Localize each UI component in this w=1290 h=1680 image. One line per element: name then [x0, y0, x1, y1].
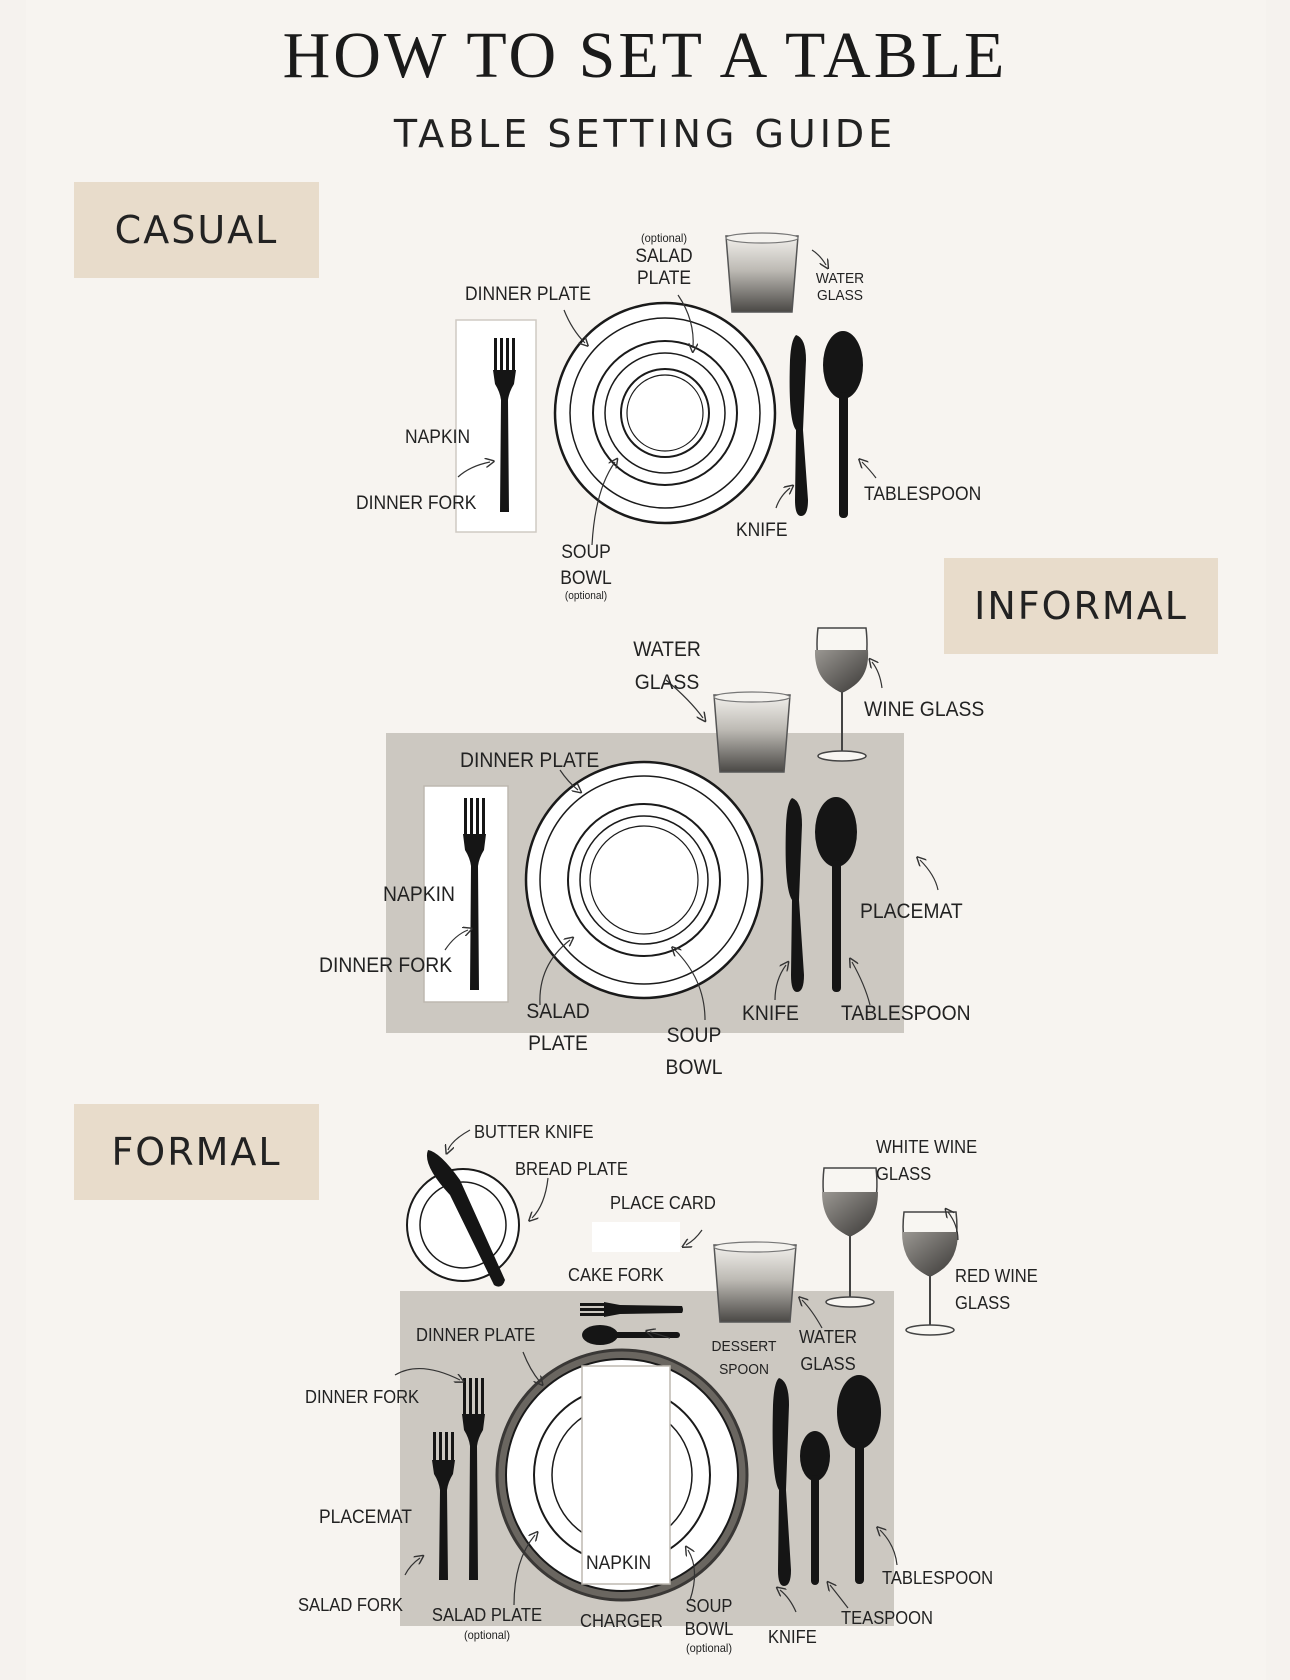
- casual-napkin-label: NAPKIN: [405, 427, 471, 448]
- formal-dessert-spoon-label: DESSERT SPOON: [709, 1336, 779, 1381]
- informal-tablespoon-icon: [815, 797, 857, 992]
- informal-setting: [386, 627, 939, 1033]
- page-title: HOW TO SET A TABLE: [282, 19, 1008, 92]
- informal-salad-plate-label: SALAD PLATE: [519, 996, 596, 1059]
- formal-soup-bowl-label: SOUP BOWL (optional): [673, 1595, 745, 1654]
- formal-soup-bowl-line1: SOUP: [685, 1596, 733, 1616]
- formal-water-glass-line2: GLASS: [800, 1354, 856, 1374]
- formal-napkin-label: NAPKIN: [586, 1553, 652, 1574]
- informal-soup-bowl-label: SOUP BOWL: [655, 1020, 732, 1083]
- casual-setting: [455, 232, 877, 546]
- informal-salad-plate-line1: SALAD: [526, 1000, 590, 1023]
- informal-dinner-plate-label: DINNER PLATE: [460, 749, 600, 772]
- casual-tablespoon-icon: [823, 331, 863, 518]
- formal-bread-plate-label: BREAD PLATE: [515, 1159, 628, 1179]
- informal-placemat-label: PLACEMAT: [860, 900, 963, 923]
- formal-soup-bowl-line2: BOWL: [684, 1619, 734, 1640]
- formal-badge: FORMAL: [74, 1104, 319, 1200]
- formal-bread-plate-icon: [406, 1168, 520, 1282]
- casual-dinner-fork-label: DINNER FORK: [356, 493, 477, 514]
- informal-water-glass-icon: [713, 691, 791, 773]
- formal-white-wine-line2: GLASS: [876, 1164, 932, 1184]
- page-subtitle: TABLE SETTING GUIDE: [393, 112, 897, 156]
- formal-white-wine-glass-icon: [822, 1167, 878, 1308]
- formal-charger-label: CHARGER: [580, 1611, 663, 1631]
- formal-dinner-plate-label: DINNER PLATE: [416, 1325, 536, 1345]
- formal-placemat-label: PLACEMAT: [319, 1507, 412, 1528]
- formal-place-card-label: PLACE CARD: [610, 1193, 716, 1213]
- formal-water-glass-label: WATER GLASS: [795, 1324, 861, 1378]
- formal-teaspoon-icon: [800, 1431, 830, 1585]
- casual-water-glass-icon: [725, 232, 799, 313]
- informal-knife-icon: [785, 798, 804, 992]
- informal-badge: INFORMAL: [944, 558, 1218, 654]
- informal-water-glass-line1: WATER: [633, 638, 701, 661]
- formal-water-glass-icon: [713, 1241, 797, 1323]
- informal-wine-glass-label: WINE GLASS: [864, 698, 985, 721]
- casual-dinner-fork-icon: [493, 338, 516, 512]
- formal-salad-plate-optional: (optional): [463, 1627, 511, 1642]
- formal-teaspoon-label: TEASPOON: [841, 1608, 934, 1628]
- informal-tablespoon-label: TABLESPOON: [841, 1002, 971, 1025]
- formal-dinner-fork-icon: [462, 1378, 485, 1580]
- casual-water-glass-line2: GLASS: [816, 287, 864, 305]
- informal-knife-label: KNIFE: [742, 1002, 799, 1025]
- casual-soup-bowl-optional: (optional): [564, 589, 608, 602]
- formal-tablespoon-icon: [837, 1375, 881, 1584]
- formal-water-glass-line1: WATER: [799, 1327, 857, 1347]
- formal-white-wine-glass-label: WHITE WINE GLASS: [876, 1134, 977, 1188]
- formal-butter-knife-icon: [426, 1150, 505, 1287]
- casual-badge: CASUAL: [74, 182, 319, 278]
- formal-cake-fork-icon: [580, 1302, 683, 1317]
- casual-salad-plate-line2: PLATE: [636, 267, 692, 289]
- formal-salad-fork-icon: [432, 1432, 455, 1580]
- formal-dinner-fork-label: DINNER FORK: [305, 1387, 420, 1407]
- casual-knife-label: KNIFE: [736, 520, 788, 541]
- informal-wine-glass-icon: [814, 627, 869, 762]
- formal-red-wine-glass-label: RED WINE GLASS: [955, 1263, 1038, 1317]
- informal-dinner-fork-icon: [463, 798, 486, 990]
- informal-soup-bowl-line2: BOWL: [665, 1055, 723, 1079]
- formal-setting: [394, 1129, 959, 1626]
- informal-napkin-label: NAPKIN: [383, 883, 455, 906]
- formal-red-wine-glass-icon: [902, 1211, 958, 1336]
- casual-salad-plate-optional: (optional): [640, 231, 688, 245]
- casual-soup-bowl-line1: SOUP: [561, 542, 611, 563]
- formal-dessert-spoon-line1: DESSERT: [711, 1338, 777, 1355]
- formal-napkin: [581, 1365, 671, 1585]
- informal-dinner-fork-label: DINNER FORK: [319, 954, 453, 977]
- informal-salad-plate-line2: PLATE: [528, 1031, 588, 1055]
- casual-tablespoon-label: TABLESPOON: [864, 484, 982, 505]
- casual-salad-plate-label: (optional) SALAD PLATE: [624, 231, 705, 289]
- informal-water-glass-label: WATER GLASS: [626, 634, 709, 699]
- casual-soup-bowl-label: SOUP BOWL (optional): [549, 542, 623, 602]
- formal-knife-label: KNIFE: [768, 1627, 817, 1647]
- formal-salad-plate-label: SALAD PLATE (optional): [429, 1605, 545, 1642]
- casual-water-glass-label: WATER GLASS: [803, 270, 877, 305]
- formal-knife-icon: [772, 1378, 791, 1586]
- formal-white-wine-line1: WHITE WINE: [876, 1137, 978, 1157]
- casual-water-glass-line1: WATER: [815, 270, 865, 287]
- formal-salad-fork-label: SALAD FORK: [298, 1595, 403, 1615]
- casual-dinner-plate-label: DINNER PLATE: [465, 284, 591, 305]
- informal-water-glass-line2: GLASS: [634, 670, 700, 694]
- formal-tablespoon-label: TABLESPOON: [882, 1568, 994, 1588]
- informal-soup-bowl-line1: SOUP: [666, 1024, 722, 1047]
- formal-dessert-spoon-line2: SPOON: [719, 1360, 769, 1378]
- casual-dinner-plate-icon: [553, 301, 777, 525]
- casual-knife-icon: [789, 335, 808, 516]
- informal-dinner-plate-icon: [524, 760, 764, 1000]
- formal-cake-fork-label: CAKE FORK: [568, 1265, 664, 1285]
- formal-salad-plate-text: SALAD PLATE: [431, 1605, 543, 1625]
- formal-soup-bowl-optional: (optional): [685, 1640, 733, 1655]
- formal-butter-knife-label: BUTTER KNIFE: [474, 1122, 594, 1142]
- formal-place-card: [592, 1222, 680, 1252]
- casual-salad-plate-line1: SALAD: [635, 245, 693, 267]
- casual-soup-bowl-line2: BOWL: [560, 567, 612, 589]
- formal-red-wine-line2: GLASS: [955, 1293, 1011, 1313]
- formal-red-wine-line1: RED WINE: [955, 1266, 1038, 1286]
